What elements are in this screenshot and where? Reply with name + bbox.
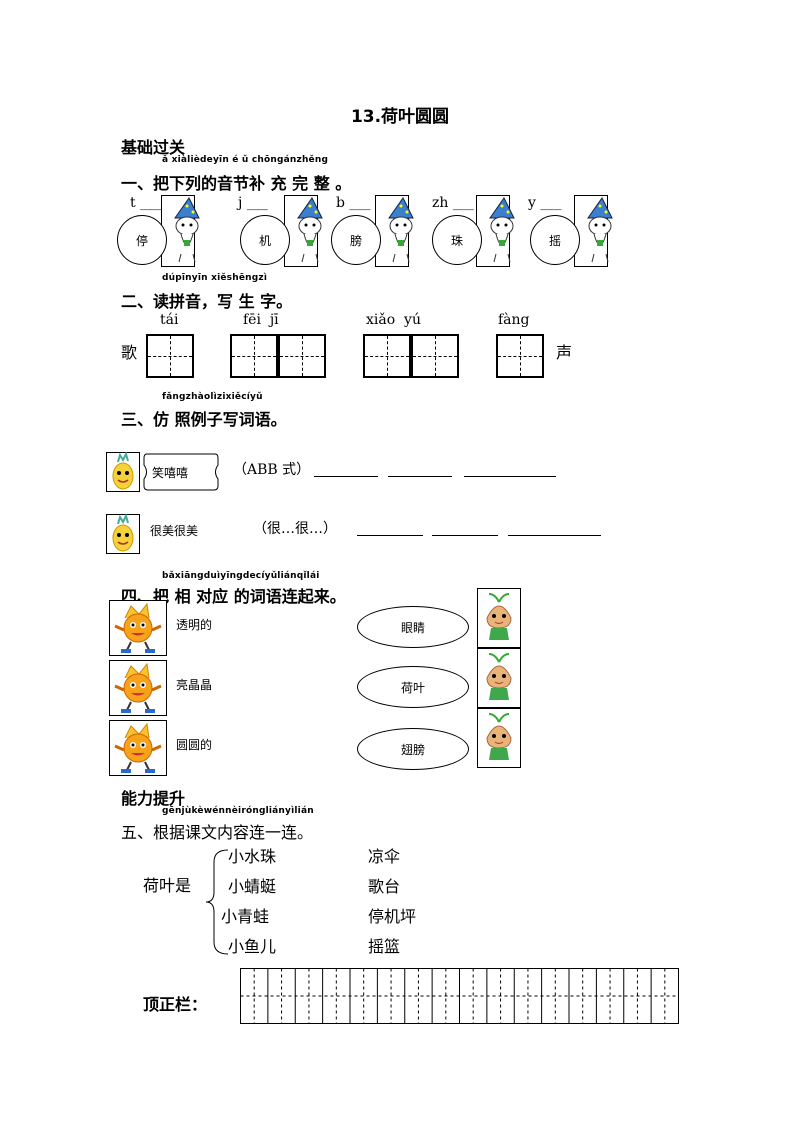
writing-box[interactable] xyxy=(363,334,411,378)
seed-mascot-icon xyxy=(477,708,521,768)
s4-pinyin: bǎxiāngduìyīngdecíyǔliánqǐlái xyxy=(162,571,320,581)
s2-py-0: tái xyxy=(160,312,179,328)
s5-left-1: 小蜻蜓 xyxy=(228,877,277,896)
s5-subject: 荷叶是 xyxy=(143,876,192,895)
answer-blank[interactable] xyxy=(464,476,556,477)
s2-left-char: 歌 xyxy=(121,343,138,362)
s5-right-2: 停机坪 xyxy=(368,907,417,926)
footer-label: 顶正栏： xyxy=(143,995,208,1014)
s1-syllable-prefix: y ___ xyxy=(528,195,562,211)
s1-pinyin: ǎ xiàlièdeyīn é ǔ chōngánzhěng xyxy=(162,155,329,165)
s5-left-0: 小水珠 xyxy=(228,847,277,866)
page-title: 13.荷叶圆圆 xyxy=(350,107,450,127)
s1-syllable-prefix: t ___ xyxy=(130,195,162,211)
writing-box[interactable] xyxy=(411,334,459,378)
s1-character-circle: 摇 xyxy=(530,215,580,265)
wizard-cat-icon xyxy=(388,197,414,263)
practice-grid[interactable] xyxy=(240,968,679,1028)
s5-left-3: 小鱼儿 xyxy=(228,937,277,956)
answer-blank[interactable] xyxy=(388,476,452,477)
seed-mascot-icon xyxy=(477,648,521,708)
section-ability: 能力提升 xyxy=(121,789,186,808)
s5-left-2: 小青蛙 xyxy=(221,907,270,926)
pineapple-mascot-icon xyxy=(106,514,140,554)
s1-title: 一、把下列的音节补 充 完 整 。 xyxy=(121,174,352,193)
s1-character-circle: 停 xyxy=(117,215,167,265)
writing-box[interactable] xyxy=(496,334,544,378)
s1-character-circle: 珠 xyxy=(432,215,482,265)
example-scroll-frame xyxy=(143,453,219,491)
s5-pinyin: gēnjùkèwénnèiróngliányìlián xyxy=(162,806,314,816)
s4-right-oval: 荷叶 xyxy=(357,666,469,708)
s4-right-oval: 翅膀 xyxy=(357,728,469,770)
s1-character-circle: 膀 xyxy=(331,215,381,265)
s5-right-0: 凉伞 xyxy=(368,847,401,866)
s3-pinyin: fǎngzhàolìzixiěcíyǔ xyxy=(162,392,263,402)
answer-blank[interactable] xyxy=(508,535,601,536)
wizard-cat-icon xyxy=(174,197,200,263)
s2-right-char: 声 xyxy=(556,343,573,362)
s2-py-1: fēi jī xyxy=(243,312,279,328)
answer-blank[interactable] xyxy=(432,535,498,536)
writing-box[interactable] xyxy=(278,334,326,378)
wizard-cat-icon xyxy=(587,197,613,263)
pineapple-mascot-icon xyxy=(106,452,140,492)
orange-mascot-icon xyxy=(109,600,167,656)
s5-title: 五、根据课文内容连一连。 xyxy=(121,823,314,842)
s3-hint-1: （ABB 式） xyxy=(233,462,311,478)
s5-right-3: 摇篮 xyxy=(368,937,401,956)
answer-blank[interactable] xyxy=(357,535,423,536)
s4-left-word: 透明的 xyxy=(176,618,213,632)
s3-hint-2: （很…很…） xyxy=(253,521,337,537)
section-basic: 基础过关 xyxy=(121,138,186,157)
s4-left-word: 亮晶晶 xyxy=(176,678,213,692)
writing-box[interactable] xyxy=(146,334,194,378)
s3-title: 三、仿 照例子写词语。 xyxy=(121,410,287,429)
s2-pinyin: dúpīnyīn xiěshēngzì xyxy=(162,273,268,283)
s2-py-2: xiǎo yú xyxy=(366,312,421,328)
s2-py-3: fàng xyxy=(498,312,530,328)
s5-right-1: 歌台 xyxy=(368,877,401,896)
wizard-cat-icon xyxy=(297,197,323,263)
seed-mascot-icon xyxy=(477,588,521,648)
s4-right-oval: 眼睛 xyxy=(357,606,469,648)
orange-mascot-icon xyxy=(109,660,167,716)
s4-left-word: 圆圆的 xyxy=(176,738,213,752)
s1-syllable-prefix: j ___ xyxy=(238,195,268,211)
s3-example-1: 笑嘻嘻 xyxy=(152,466,189,480)
writing-box[interactable] xyxy=(230,334,278,378)
orange-mascot-icon xyxy=(109,720,167,776)
s1-character-circle: 机 xyxy=(240,215,290,265)
s1-syllable-prefix: b ___ xyxy=(336,195,371,211)
s2-title: 二、读拼音，写 生 字。 xyxy=(121,292,293,311)
s4-title: 四、把 相 对应 的词语连起来。 xyxy=(121,587,346,606)
answer-blank[interactable] xyxy=(314,476,378,477)
s3-example-2: 很美很美 xyxy=(150,524,199,538)
curly-brace xyxy=(205,849,229,955)
wizard-cat-icon xyxy=(489,197,515,263)
s1-syllable-prefix: zh ___ xyxy=(432,195,474,211)
